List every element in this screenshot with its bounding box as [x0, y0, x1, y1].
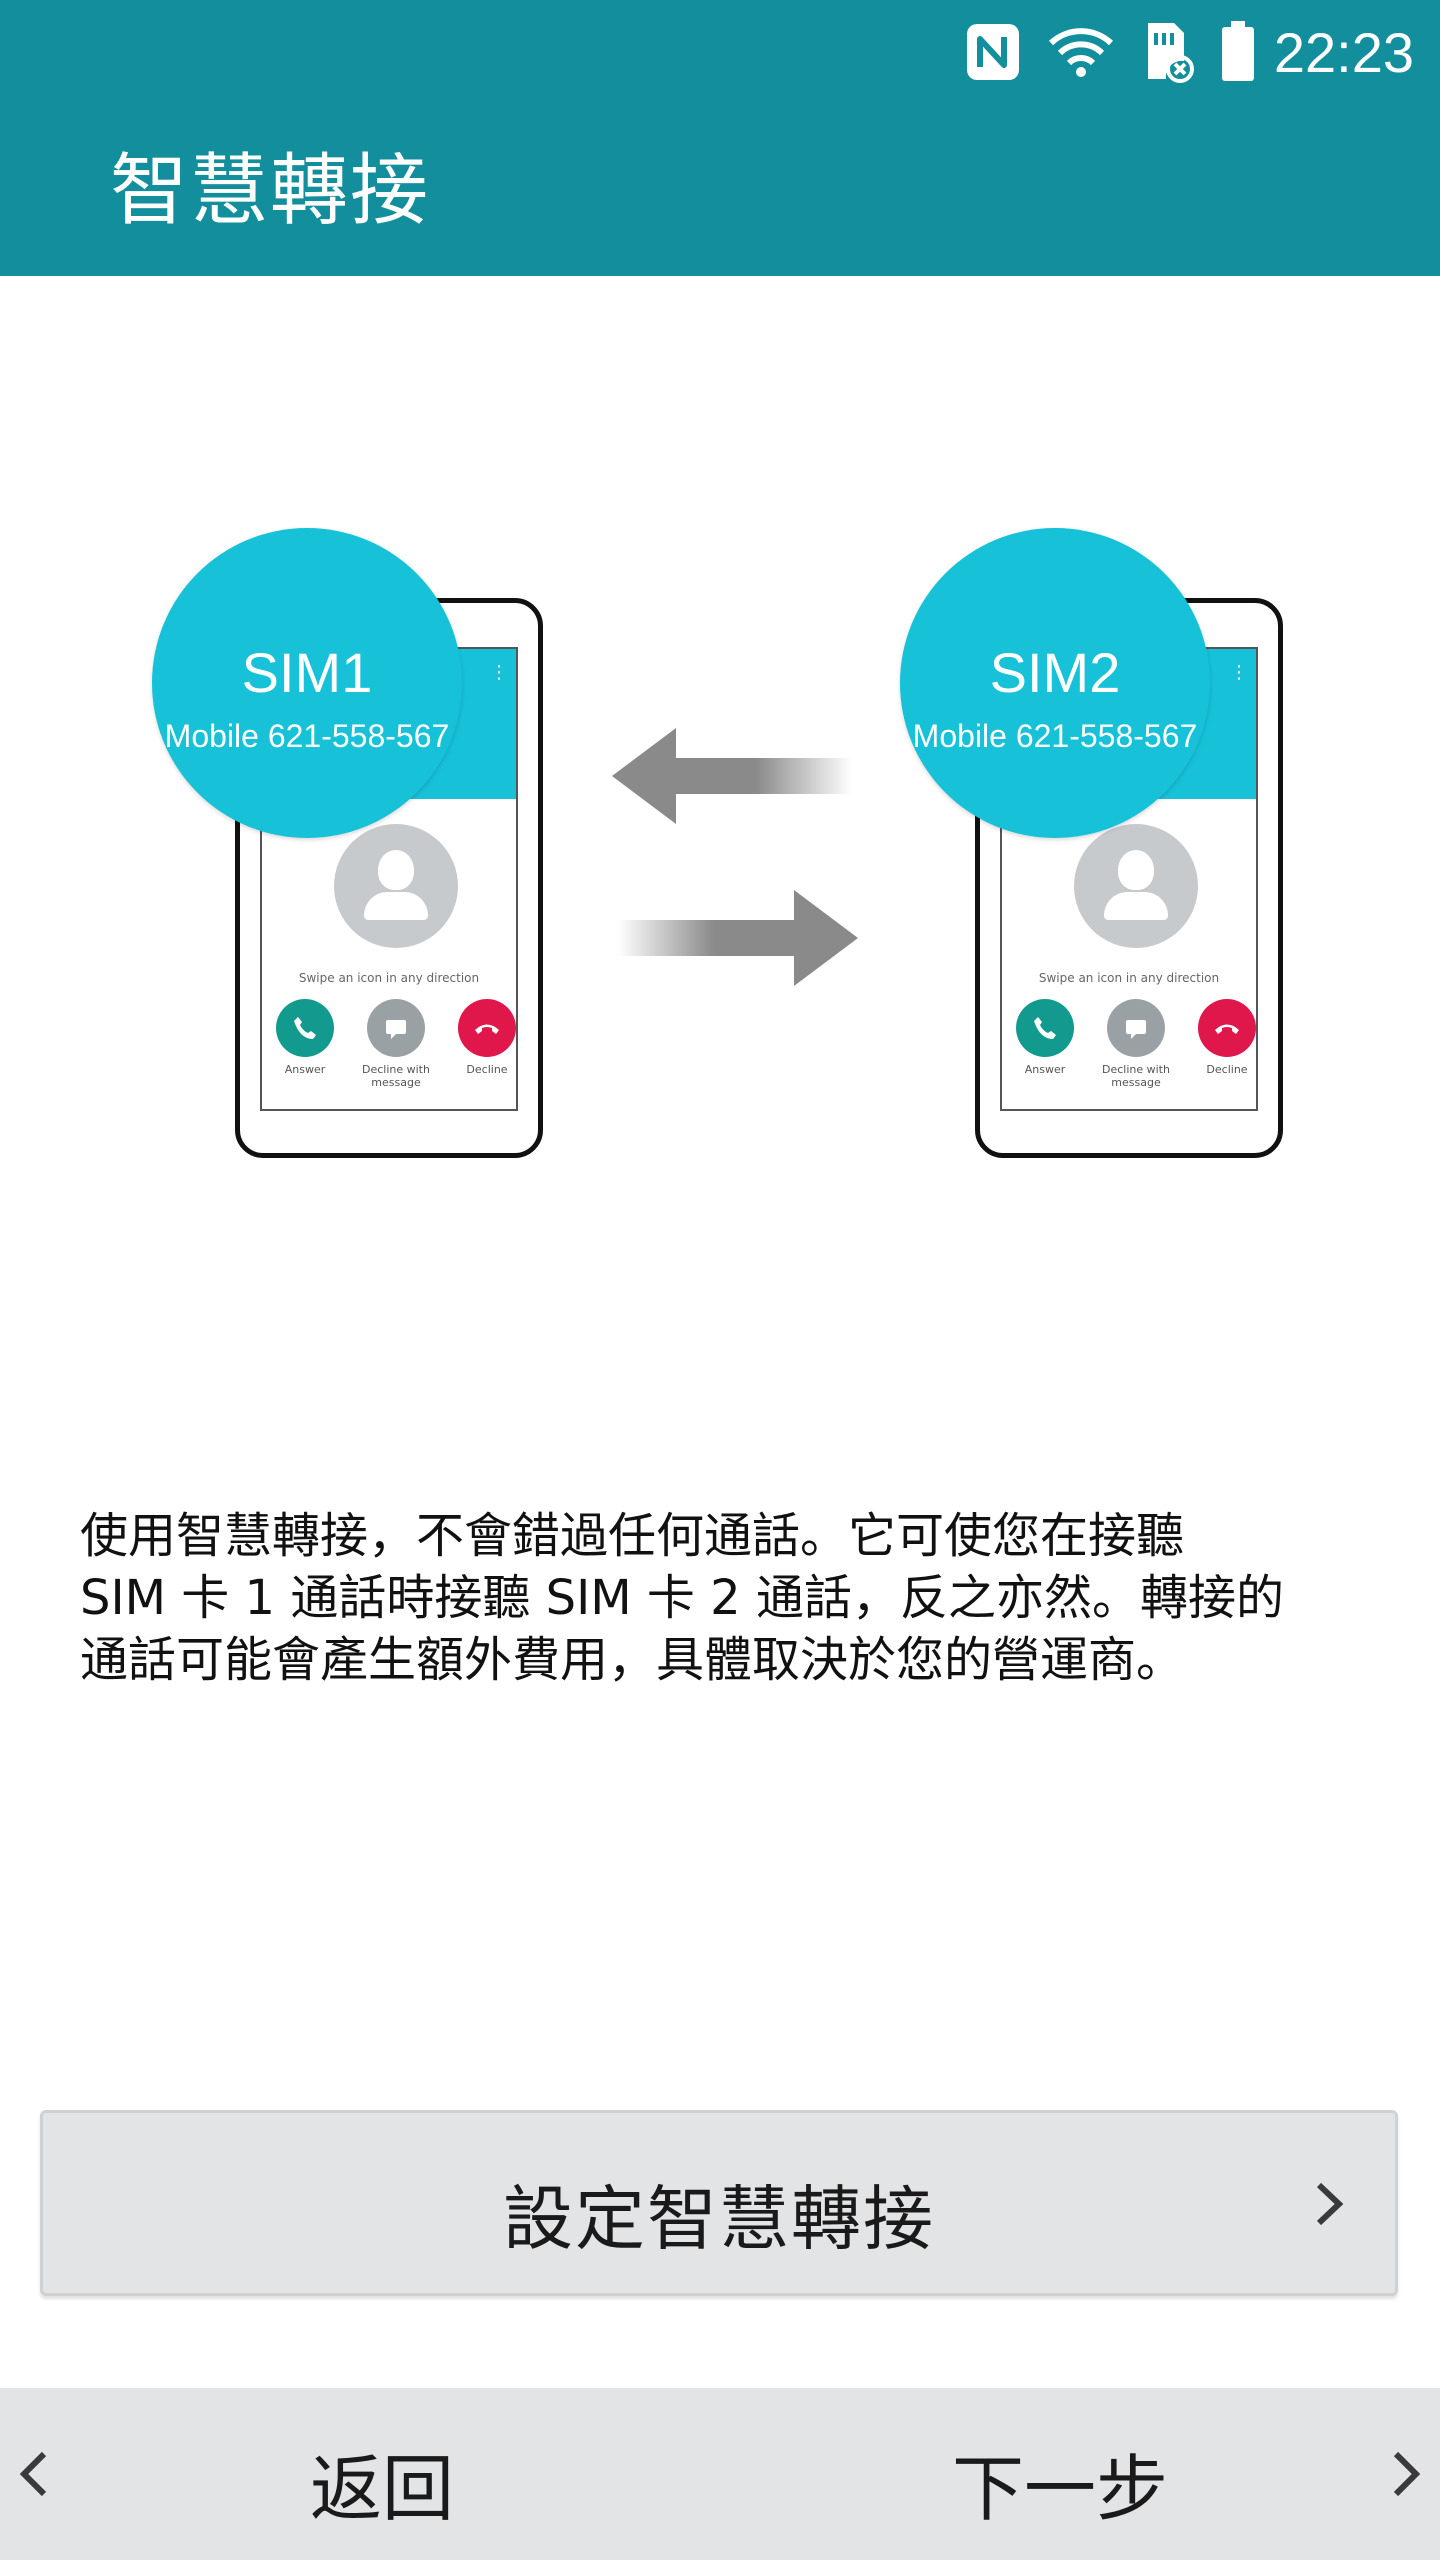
sim-card-missing-icon — [1140, 21, 1194, 83]
wifi-icon — [1048, 25, 1114, 79]
sim1-name: SIM1 — [241, 641, 373, 704]
decline-label: Decline — [1206, 1063, 1248, 1076]
chevron-right-icon — [1316, 2182, 1344, 2226]
setup-button-label: 設定智慧轉接 — [503, 2178, 935, 2260]
answer-call-icon — [1016, 999, 1074, 1057]
contact-avatar-icon — [1074, 824, 1198, 948]
back-button[interactable]: 返回 — [0, 2388, 720, 2560]
battery-icon — [1220, 21, 1256, 83]
bottom-navigation: 返回 下一步 — [0, 2388, 1440, 2560]
description-line: 通話可能會產生額外費用，具體取決於您的營運商。 — [80, 1632, 1185, 1688]
description-line: 使用智慧轉接，不會錯過任何通話。它可使您在接聽 — [80, 1508, 1185, 1564]
nfc-icon — [964, 21, 1022, 83]
sim1-badge: SIM1 Mobile 621-558-567 — [152, 528, 462, 838]
page-title: 智慧轉接 — [110, 146, 431, 236]
sim1-number: Mobile 621-558-567 — [164, 718, 450, 754]
arrow-right-icon — [618, 890, 858, 986]
sim2-badge: SIM2 Mobile 621-558-567 — [900, 528, 1210, 838]
decline-message-label: Decline with message — [362, 1063, 430, 1089]
smart-transfer-illustration: ⋮ Swipe an icon in any direction Answer … — [0, 276, 1440, 1196]
chevron-left-icon — [19, 2451, 47, 2497]
swipe-hint: Swipe an icon in any direction — [298, 971, 480, 985]
answer-call-icon — [276, 999, 334, 1057]
status-time: 22:23 — [1273, 20, 1414, 84]
decline-message-label: Decline with message — [1102, 1063, 1170, 1089]
arrow-left-icon — [612, 728, 852, 824]
back-label: 返回 — [310, 2447, 455, 2531]
next-label: 下一步 — [952, 2447, 1169, 2531]
swipe-hint: Swipe an icon in any direction — [1038, 971, 1220, 985]
next-button[interactable]: 下一步 — [720, 2388, 1440, 2560]
contact-avatar-icon — [334, 824, 458, 948]
chevron-right-icon — [1393, 2451, 1421, 2497]
decline-message-icon — [1107, 999, 1165, 1057]
answer-label: Answer — [284, 1063, 326, 1076]
sim2-number: Mobile 621-558-567 — [912, 718, 1198, 754]
description-line: SIM 卡 1 通話時接聽 SIM 卡 2 通話，反之亦然。轉接的 — [80, 1570, 1284, 1626]
status-bar: 22:23 — [0, 0, 1440, 100]
decline-call-icon — [1198, 999, 1256, 1057]
decline-message-icon — [367, 999, 425, 1057]
top-app-bar: 22:23 智慧轉接 — [0, 0, 1440, 276]
answer-label: Answer — [1024, 1063, 1066, 1076]
sim2-name: SIM2 — [989, 641, 1121, 704]
setup-smart-transfer-button[interactable]: 設定智慧轉接 — [40, 2110, 1398, 2296]
decline-label: Decline — [466, 1063, 508, 1076]
description-text: 使用智慧轉接，不會錯過任何通話。它可使您在接聽 SIM 卡 1 通話時接聽 SI… — [80, 1505, 1380, 1691]
decline-call-icon — [458, 999, 516, 1057]
